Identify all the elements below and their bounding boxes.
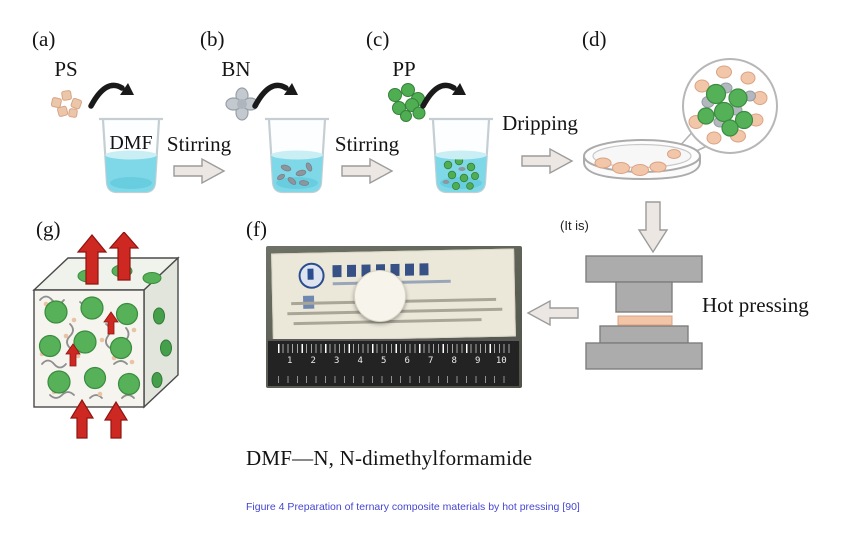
note-label: (It is) [560,218,589,233]
beaker-dmf [96,112,166,203]
sample-photo: 1 2 3 4 5 6 7 8 9 10 [266,246,522,388]
ruler-numbers: 1 2 3 4 5 6 7 8 9 10 [278,356,513,366]
beaker-ternary-mixture [426,112,496,203]
hot-press [584,254,706,379]
step-label-d: (d) [582,27,607,51]
ruler-number: 10 [495,356,507,366]
transfer-arrow-icon [418,76,470,121]
transfer-arrow-icon [86,76,138,121]
ruler-ticks [278,344,513,353]
composite-droplets [594,149,681,176]
pp-spheres [38,296,141,396]
flow-arrow-down-icon [636,200,670,259]
transfer-arrow-icon [250,76,302,121]
ruler-number: 9 [475,356,481,366]
step-label-a: (a) [32,27,56,51]
ruler-number: 2 [310,356,316,366]
ruler-number: 6 [404,356,410,366]
ruler-number: 1 [287,356,293,366]
step-label-f: (f) [246,217,267,241]
material-label-pp: PP [392,57,416,81]
heat-flow-arrow-icon [69,398,129,439]
flow-arrow-left-icon [526,298,580,333]
flow-arrow-right-icon [340,156,394,191]
ruler-ticks-bottom [278,376,513,383]
ruler-number: 3 [334,356,340,366]
pp-particles [384,82,426,127]
ruler-number: 8 [451,356,457,366]
solvent-label-dmf: DMF [109,132,153,154]
material-label-bn: BN [221,57,251,81]
ps-particles [50,88,86,125]
ruler: 1 2 3 4 5 6 7 8 9 10 [268,339,519,386]
composite-disc-sample [354,270,406,322]
ruler-number: 4 [357,356,363,366]
step-label-b: (b) [200,27,225,51]
ruler-number: 5 [381,356,387,366]
heat-flow-arrow-icon [65,311,119,367]
step-label-g: (g) [36,217,61,241]
beaker-bn-suspension [262,112,332,203]
step-label-c: (c) [366,27,390,51]
composite-structure-cube [26,231,198,445]
flow-arrow-right-icon [172,156,226,191]
material-label-ps: PS [54,57,78,81]
process-label-stirring-2: Stirring [334,132,400,156]
pressed-sample [617,315,673,326]
figure-caption: Figure 4 Preparation of ternary composit… [246,501,580,513]
heat-flow-arrow-icon [76,231,140,285]
process-label-hot-pressing: Hot pressing [702,293,809,317]
petri-dish-with-zoom-callout [578,50,790,210]
university-emblem-icon [298,262,325,289]
process-label-stirring-1: Stirring [166,132,232,156]
ruler-number: 7 [428,356,434,366]
flow-arrow-right-icon [520,146,574,181]
process-label-dripping: Dripping [502,111,578,135]
footnote: DMF—N, N-dimethylformamide [246,446,533,470]
